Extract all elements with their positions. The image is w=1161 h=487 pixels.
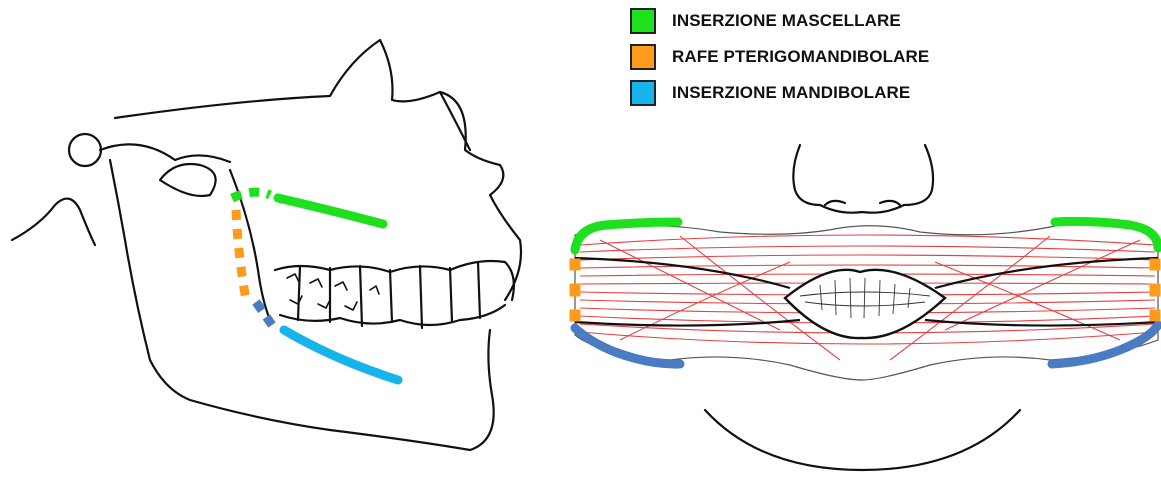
maxillary-insertion-solid [278, 198, 383, 224]
ear-ossicle [69, 134, 101, 166]
jaw-lateral-view [12, 40, 521, 450]
legend-swatch-blue [630, 80, 656, 106]
legend-item-raphe: RAFE PTERIGOMANDIBOLARE [630, 44, 929, 70]
coronoid-process [160, 164, 216, 196]
molar-marks [287, 274, 379, 310]
orbicularis-muscle [575, 222, 1158, 380]
tooth-dividers [298, 262, 480, 328]
legend-label-mandibular: INSERZIONE MANDIBOLARE [672, 83, 910, 103]
raphe-right [1150, 259, 1160, 321]
legend-label-maxillary: INSERZIONE MASCELLARE [672, 11, 901, 31]
cranium-outline [115, 40, 521, 300]
legend: INSERZIONE MASCELLARE RAFE PTERIGOMANDIB… [630, 8, 990, 108]
legend-item-mandibular: INSERZIONE MANDIBOLARE [630, 80, 910, 106]
legend-label-raphe: RAFE PTERIGOMANDIBOLARE [672, 47, 929, 67]
mandibular-insertion-solid [284, 330, 398, 380]
legend-swatch-green [630, 8, 656, 34]
chin-outline [705, 410, 1020, 470]
legend-swatch-orange [630, 44, 656, 70]
zygomatic-arch [100, 144, 230, 162]
nose-outline [793, 145, 933, 213]
mastoid-process [12, 199, 95, 245]
jaw-insertions [232, 192, 398, 380]
maxillary-insertion-dotted [232, 192, 270, 198]
legend-item-maxillary: INSERZIONE MASCELLARE [630, 8, 901, 34]
pterygomandibular-raphe-dotted [236, 210, 246, 300]
nostrils [825, 201, 900, 205]
raphe-left [570, 259, 580, 321]
